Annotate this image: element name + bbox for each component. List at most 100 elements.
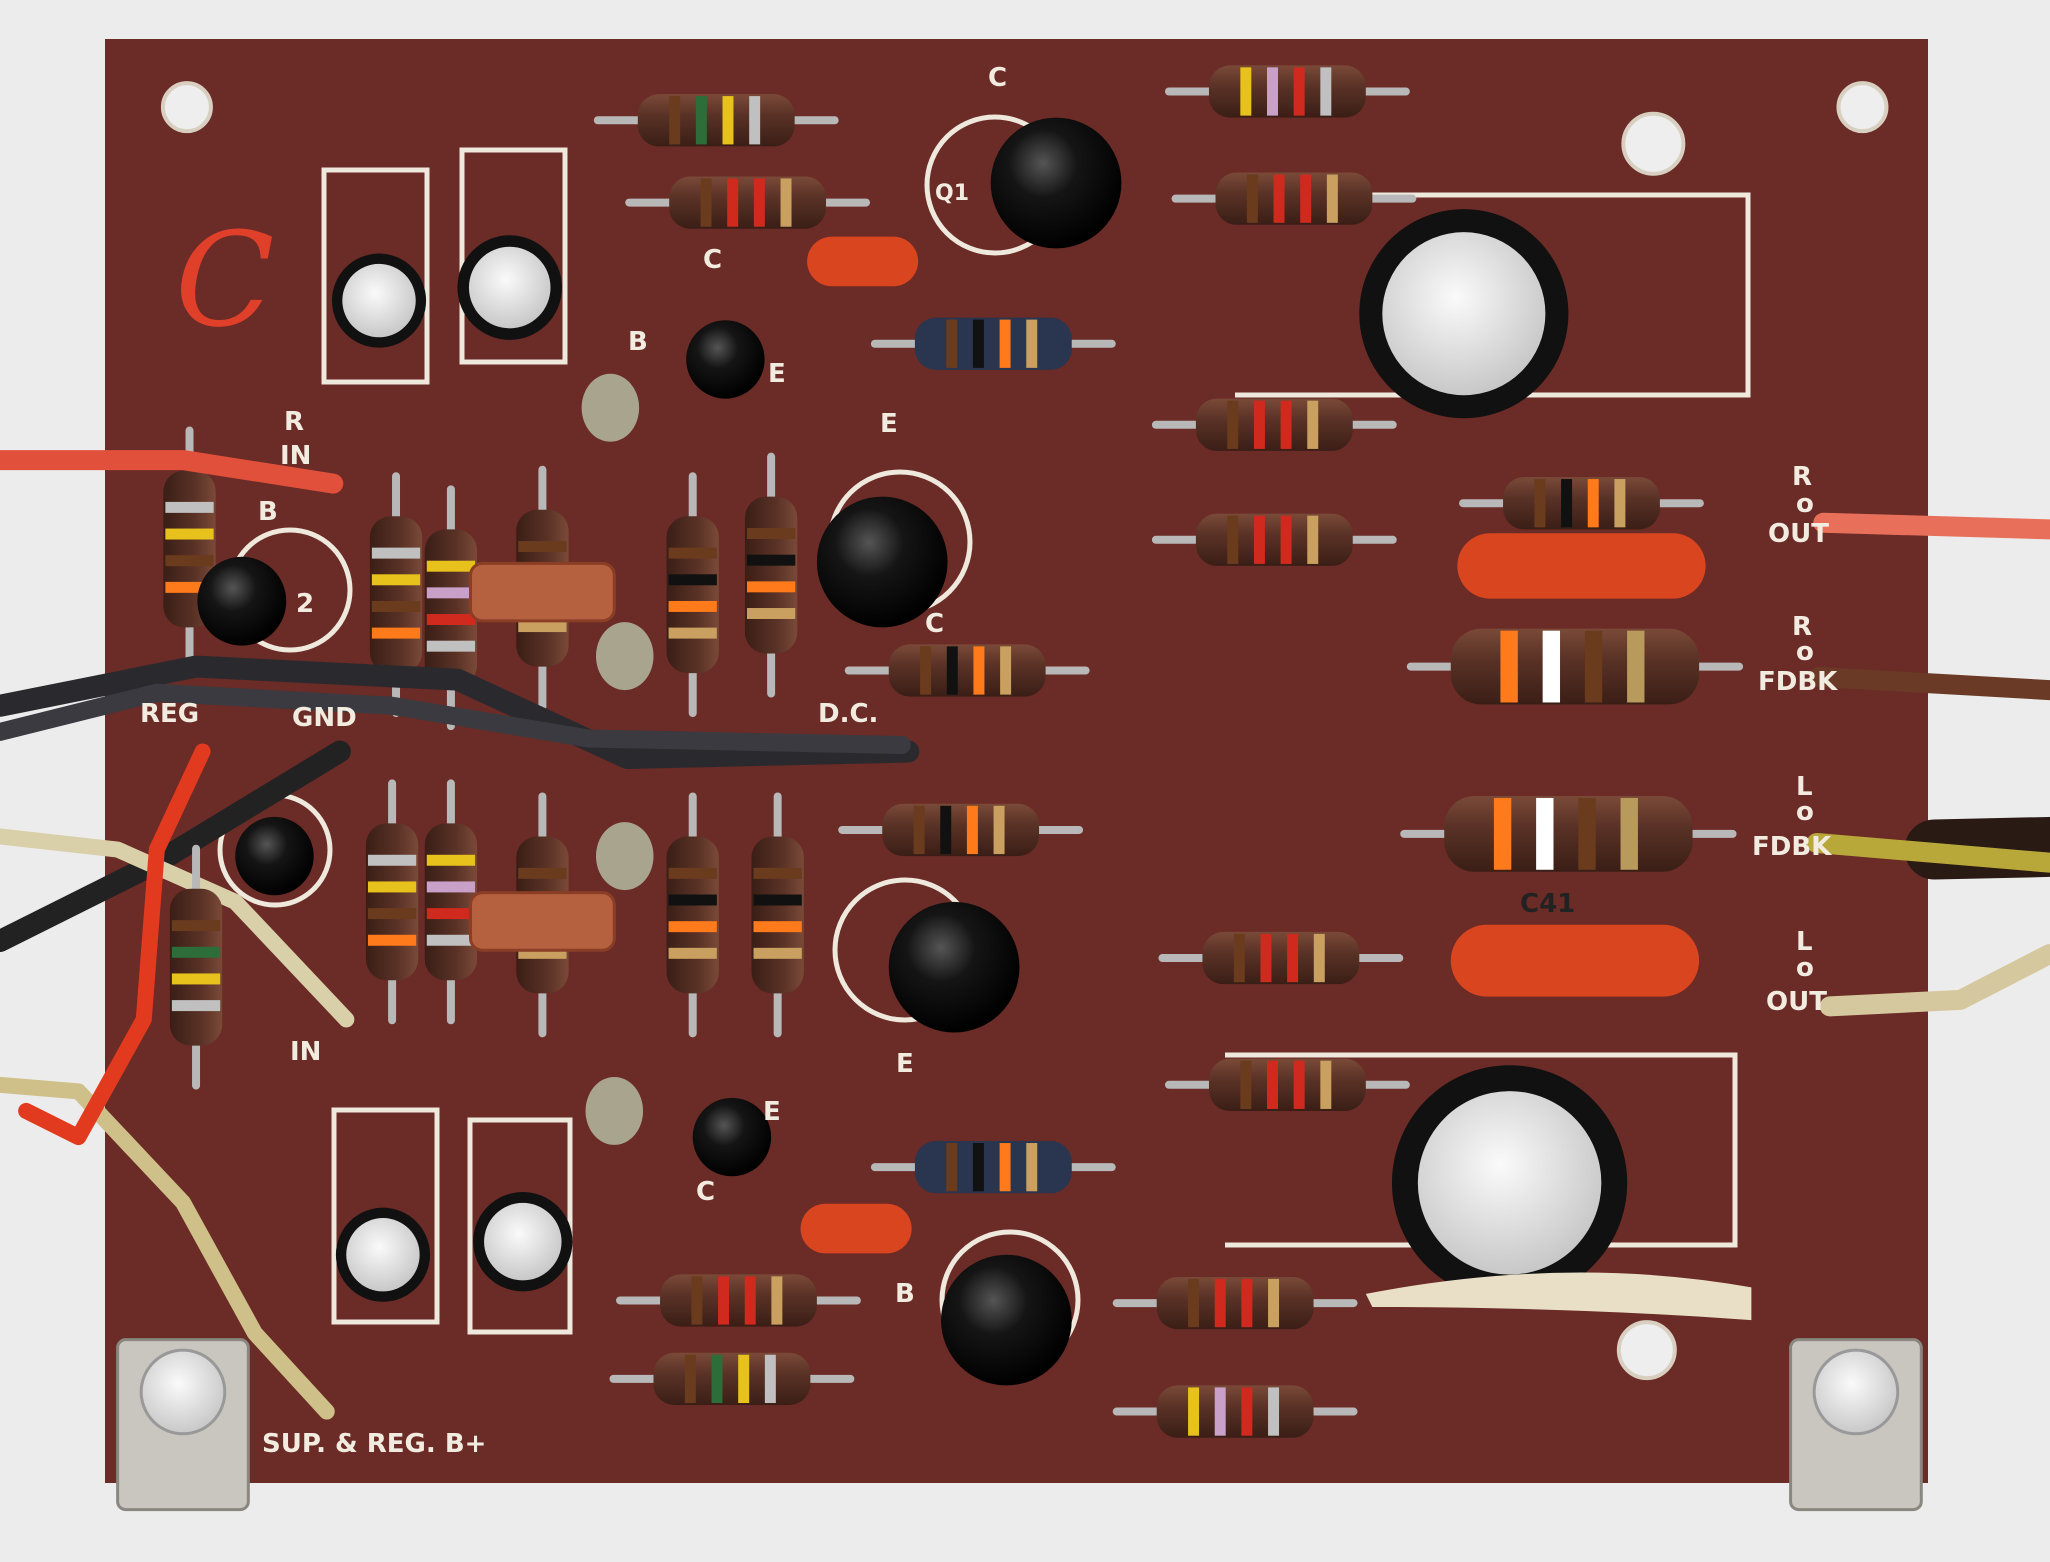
color-band: [426, 881, 476, 893]
pin-e4: E: [763, 1097, 781, 1127]
color-band: [1320, 67, 1332, 116]
capacitor-top: [342, 263, 416, 338]
resistor-body: [365, 823, 419, 981]
color-band: [668, 574, 717, 586]
color-band: [946, 319, 958, 368]
label-r-out-1: R: [1792, 462, 1812, 492]
color-band: [1500, 630, 1518, 703]
color-band: [1267, 67, 1278, 116]
pin-c4: C: [696, 1177, 715, 1207]
color-band: [371, 547, 421, 559]
color-band: [1280, 400, 1292, 449]
capacitor-top: [1417, 1091, 1602, 1275]
color-band: [1326, 174, 1338, 223]
color-band: [999, 319, 1011, 368]
resistor-body: [1215, 172, 1373, 225]
color-band: [966, 805, 978, 855]
resistor: [169, 844, 223, 1090]
color-band: [1627, 630, 1645, 703]
resistor: [1151, 398, 1397, 451]
color-band: [1307, 515, 1319, 564]
wire: [0, 828, 355, 1028]
color-band: [993, 805, 1005, 855]
resistor-body: [1156, 1385, 1314, 1438]
handwritten-c-mark: C: [175, 204, 274, 356]
color-band: [1493, 797, 1512, 870]
capacitor-top: [1382, 232, 1546, 396]
color-band: [1320, 1060, 1332, 1109]
color-band: [367, 881, 417, 893]
resistor: [1164, 1058, 1410, 1111]
color-band: [1313, 933, 1325, 983]
wire: [1819, 944, 2050, 1017]
color-band: [1246, 174, 1258, 223]
wires-front: [0, 450, 2050, 1017]
color-band: [1214, 1278, 1226, 1328]
resistor: [744, 452, 798, 698]
color-band: [920, 646, 932, 695]
color-band: [367, 908, 417, 920]
color-band: [722, 96, 734, 145]
ceramic-capacitor: [581, 373, 640, 442]
color-band: [668, 947, 717, 959]
color-band: [1307, 400, 1319, 449]
color-band: [744, 1276, 756, 1325]
capacitor-top: [484, 1202, 562, 1281]
color-band: [668, 547, 717, 559]
color-band: [1536, 797, 1554, 870]
color-band: [1241, 1278, 1253, 1328]
transistor: [888, 901, 1020, 1033]
label-l-out-2: o: [1796, 953, 1814, 983]
label-l-in: IN: [290, 1037, 321, 1067]
coil-inductor: [469, 561, 616, 623]
label-reg: REG: [140, 699, 199, 729]
color-band: [695, 96, 707, 145]
transistor: [990, 117, 1122, 249]
color-band: [973, 646, 985, 695]
resistor-body: [914, 1141, 1072, 1194]
color-band: [1241, 1387, 1253, 1436]
color-band: [1240, 1060, 1252, 1109]
capacitor-top: [346, 1218, 420, 1292]
color-band: [426, 934, 476, 946]
color-band: [426, 640, 476, 652]
mounting-holes: [116, 81, 1923, 1512]
color-band: [165, 501, 214, 513]
glue-bead: [1365, 1272, 1752, 1321]
resistor-body: [1503, 477, 1660, 530]
resistor: [1112, 1385, 1358, 1438]
resistor-body: [888, 644, 1046, 697]
rivet: [139, 1348, 227, 1436]
color-band: [940, 805, 952, 855]
mounting-hole: [1836, 81, 1889, 134]
color-band: [1188, 1278, 1200, 1328]
color-band: [171, 1000, 221, 1012]
color-band: [669, 96, 681, 145]
label-gnd: GND: [292, 703, 357, 733]
pin-e2: E: [768, 359, 786, 389]
label-base: B: [258, 497, 278, 527]
resistor: [616, 1274, 861, 1327]
color-band: [1233, 933, 1245, 983]
color-band: [1273, 174, 1285, 223]
color-band: [1188, 1387, 1200, 1436]
mounting-hole: [1621, 111, 1686, 176]
label-l-out-3: OUT: [1766, 987, 1827, 1017]
resistor-body: [653, 1352, 811, 1406]
color-band: [1542, 630, 1561, 703]
resistor: [1171, 172, 1417, 225]
color-band: [684, 1354, 696, 1404]
color-band: [1267, 1060, 1278, 1109]
wire: [0, 450, 344, 494]
resistor-body: [1202, 931, 1360, 985]
color-band: [711, 1354, 723, 1404]
label-l-fdbk-1: L: [1796, 772, 1813, 802]
color-band: [171, 946, 221, 958]
color-band: [1614, 479, 1626, 528]
resistor: [844, 644, 1090, 697]
color-band: [426, 587, 476, 599]
color-band: [668, 867, 717, 879]
wire: [1806, 833, 2050, 873]
resistor-body: [1444, 795, 1693, 872]
